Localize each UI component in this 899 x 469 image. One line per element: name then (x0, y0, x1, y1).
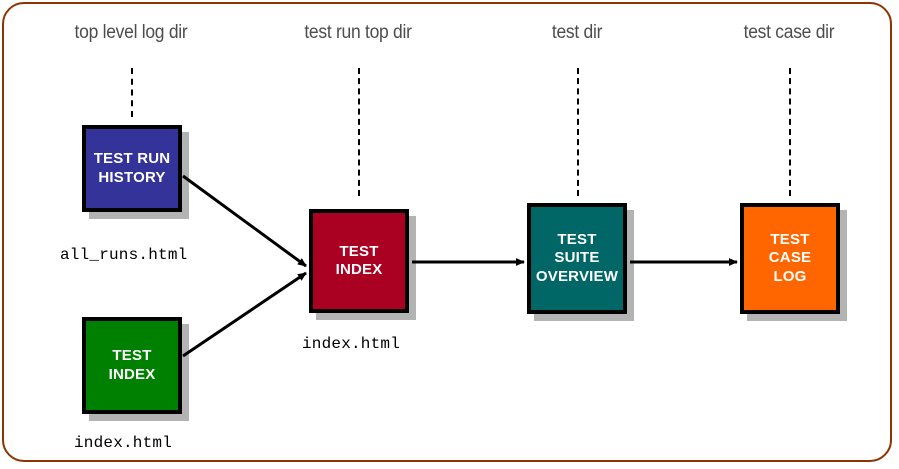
column-header-2: test dir (551, 22, 603, 43)
column-header-3: test case dir (743, 22, 835, 43)
node-caption-test-run-history: all_runs.html (60, 246, 188, 264)
node-label-line: CASE (768, 249, 812, 267)
node-label-line: LOG (773, 267, 807, 285)
node-label-line: HISTORY (98, 168, 166, 186)
column-divider-1 (358, 68, 360, 196)
node-label-line: TEST RUN (93, 150, 171, 168)
node-label-line: TEST (112, 347, 152, 365)
node-label-line: INDEX (335, 261, 383, 278)
node-label-line: TEST (339, 242, 379, 260)
arrow-green-index-to-index (182, 271, 307, 358)
node-label-line: OVERVIEW (535, 267, 619, 285)
node-label-line: TEST (557, 231, 597, 249)
arrow-history-to-index (182, 174, 307, 268)
node-label-line: TEST (770, 231, 810, 249)
column-divider-0 (131, 68, 133, 117)
column-divider-3 (789, 68, 791, 196)
node-label-line: SUITE (554, 249, 600, 267)
node-label-line: INDEX (108, 365, 156, 383)
node-caption-test-index-green: index.html (74, 434, 173, 452)
column-header-1: test run top dir (304, 22, 412, 43)
node-caption-test-index-red: index.html (302, 335, 401, 353)
column-divider-2 (577, 68, 579, 196)
column-header-0: top level log dir (74, 22, 188, 43)
